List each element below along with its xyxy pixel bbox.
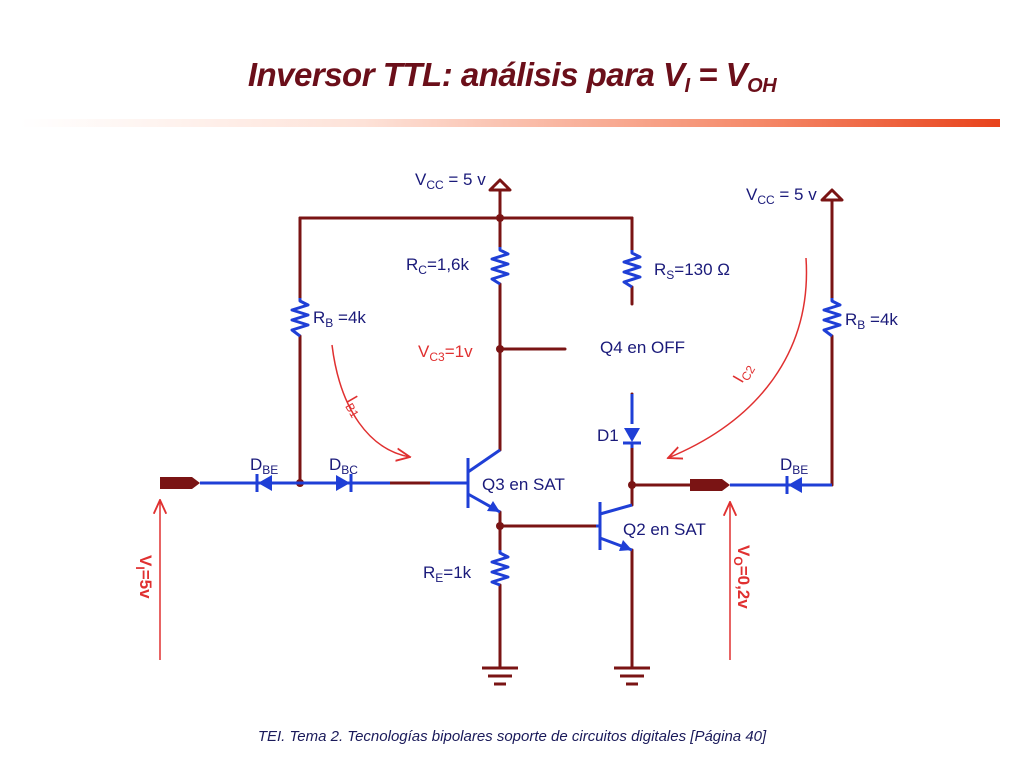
ground-left-icon [482, 666, 518, 686]
output-terminal [690, 479, 760, 491]
dbe-left-label: DBE [250, 455, 278, 477]
ic2-label: IC2 [729, 359, 758, 388]
resistor-re [490, 550, 510, 587]
vc3-label: VC3=1v [418, 342, 473, 364]
junctions [296, 214, 636, 530]
transistor-q3 [430, 448, 501, 514]
dbc-label: DBC [329, 455, 358, 477]
ic2-arrow [668, 257, 808, 458]
dbe-right-label: DBE [780, 455, 808, 477]
ib1-arrow [331, 344, 410, 457]
footer-caption: TEI. Tema 2. Tecnologías bipolares sopor… [257, 728, 767, 745]
vcc-left-arrow-icon [488, 178, 512, 192]
re-label: RE=1k [423, 563, 472, 585]
rb-right-label: RB =4k [845, 310, 898, 332]
title-underline-bar [20, 119, 1000, 127]
resistor-rc [490, 247, 510, 286]
rc-label: RC=1,6k [406, 255, 470, 277]
ground-right-icon [614, 666, 650, 686]
annotation-arrows [160, 257, 808, 660]
rs-label: RS=130 Ω [654, 260, 730, 282]
q2-label: Q2 en SAT [623, 520, 706, 539]
transistor-q2 [596, 502, 633, 552]
d1-label: D1 [597, 426, 619, 445]
vi-label: VI=5v [133, 555, 155, 599]
diode-dbe-right [760, 476, 832, 494]
vcc-left-label: VCC = 5 v [415, 170, 486, 192]
input-terminal [160, 477, 228, 489]
q3-label: Q3 en SAT [482, 475, 565, 494]
vcc-right-label: VCC = 5 v [746, 185, 817, 207]
resistor-rs [622, 250, 642, 289]
wires [298, 188, 834, 670]
resistor-rb-right [822, 298, 842, 338]
diode-d1 [623, 394, 641, 448]
diode-dbe-left [228, 474, 300, 492]
vo-label: VO=0,2v [731, 545, 753, 609]
rb-left-label: RB =4k [313, 308, 366, 330]
diode-dbc [300, 474, 390, 492]
q4-label: Q4 en OFF [600, 338, 685, 357]
page-title: Inversor TTL: análisis para VI = VOH [247, 56, 777, 97]
vcc-right-arrow-icon [820, 188, 844, 202]
resistor-rb-left [290, 298, 310, 338]
